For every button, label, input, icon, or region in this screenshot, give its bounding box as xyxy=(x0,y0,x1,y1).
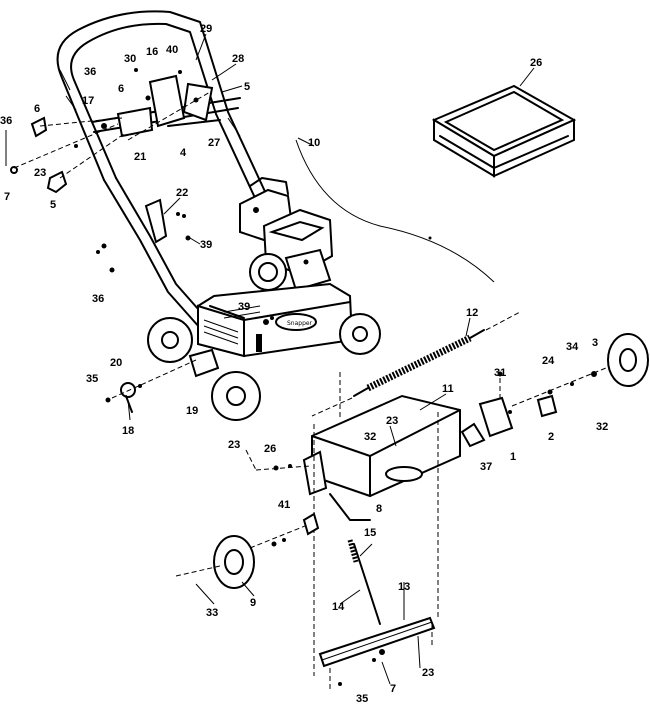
label-5-left: 5 xyxy=(50,199,56,211)
label-16: 16 xyxy=(146,46,158,58)
label-34: 34 xyxy=(566,341,579,353)
label-23-bottom: 23 xyxy=(422,667,434,679)
label-8: 8 xyxy=(376,503,382,515)
label-29: 29 xyxy=(200,23,212,35)
label-31: 31 xyxy=(494,367,506,379)
rear-wheel-left xyxy=(211,371,261,421)
deck-slot xyxy=(256,334,262,352)
label-1: 1 xyxy=(510,451,516,463)
label-19: 19 xyxy=(186,405,198,417)
label-28: 28 xyxy=(232,53,244,65)
label-41: 41 xyxy=(278,499,290,511)
label-9: 9 xyxy=(250,597,256,609)
label-24: 24 xyxy=(542,355,555,367)
label-4: 4 xyxy=(180,147,187,159)
label-33: 33 xyxy=(206,607,218,619)
rotor-spring-tines xyxy=(311,311,521,417)
callout-leaders xyxy=(127,33,535,685)
label-7-left: 7 xyxy=(4,191,10,203)
label-32-right: 32 xyxy=(596,421,608,433)
label-12: 12 xyxy=(466,307,478,319)
dethatcher-deck: Snapper xyxy=(147,282,381,421)
label-37: 37 xyxy=(480,461,492,473)
label-23-left: 23 xyxy=(34,167,46,179)
label-6-left: 6 xyxy=(34,103,40,115)
label-20: 20 xyxy=(110,357,122,369)
label-11: 11 xyxy=(442,383,454,395)
label-14: 14 xyxy=(332,601,345,613)
label-26-axle: 26 xyxy=(264,443,276,455)
leader-10 xyxy=(295,139,495,283)
rear-bar xyxy=(318,616,436,690)
label-18: 18 xyxy=(122,425,134,437)
label-2: 2 xyxy=(548,431,554,443)
label-36-top: 36 xyxy=(84,66,96,78)
grass-catcher xyxy=(431,84,577,178)
label-27: 27 xyxy=(208,137,220,149)
deck-decal-text: Snapper xyxy=(287,320,313,327)
label-35-bottom: 35 xyxy=(356,693,368,705)
label-23-housing: 23 xyxy=(386,415,398,427)
label-35-left: 35 xyxy=(86,373,98,385)
right-wheel-hardware xyxy=(511,367,607,418)
front-wheel-left xyxy=(147,317,193,363)
label-40: 40 xyxy=(166,44,178,56)
rear-wheel-left-detached xyxy=(175,512,320,589)
deck-grille xyxy=(203,305,261,345)
label-23-axle: 23 xyxy=(228,439,240,451)
label-30: 30 xyxy=(124,53,136,65)
front-wheel-right xyxy=(339,313,381,355)
rotor-housing xyxy=(302,371,514,676)
label-36-left: 36 xyxy=(0,115,12,127)
label-32-left: 32 xyxy=(364,431,376,443)
handle-assembly xyxy=(5,10,281,329)
wheel-height-adjuster xyxy=(105,359,197,413)
height-adjust-rod xyxy=(347,539,381,625)
label-26-catcher: 26 xyxy=(530,57,542,69)
engine xyxy=(239,177,334,292)
rear-wheel-right xyxy=(607,333,649,387)
label-17: 17 xyxy=(82,95,94,107)
label-5-top: 5 xyxy=(244,81,250,93)
label-36-lower: 36 xyxy=(92,293,104,305)
label-21: 21 xyxy=(134,151,146,163)
label-39-handle: 39 xyxy=(200,239,212,251)
label-39-deck: 39 xyxy=(238,301,250,313)
callout-labels: 29 30 16 40 28 36 6 5 6 17 36 27 4 21 10… xyxy=(0,23,608,705)
label-6-top: 6 xyxy=(118,83,124,95)
label-10: 10 xyxy=(308,137,320,149)
label-7-bottom: 7 xyxy=(390,683,396,695)
label-22: 22 xyxy=(176,187,188,199)
label-3: 3 xyxy=(592,337,598,349)
label-15: 15 xyxy=(364,527,376,539)
